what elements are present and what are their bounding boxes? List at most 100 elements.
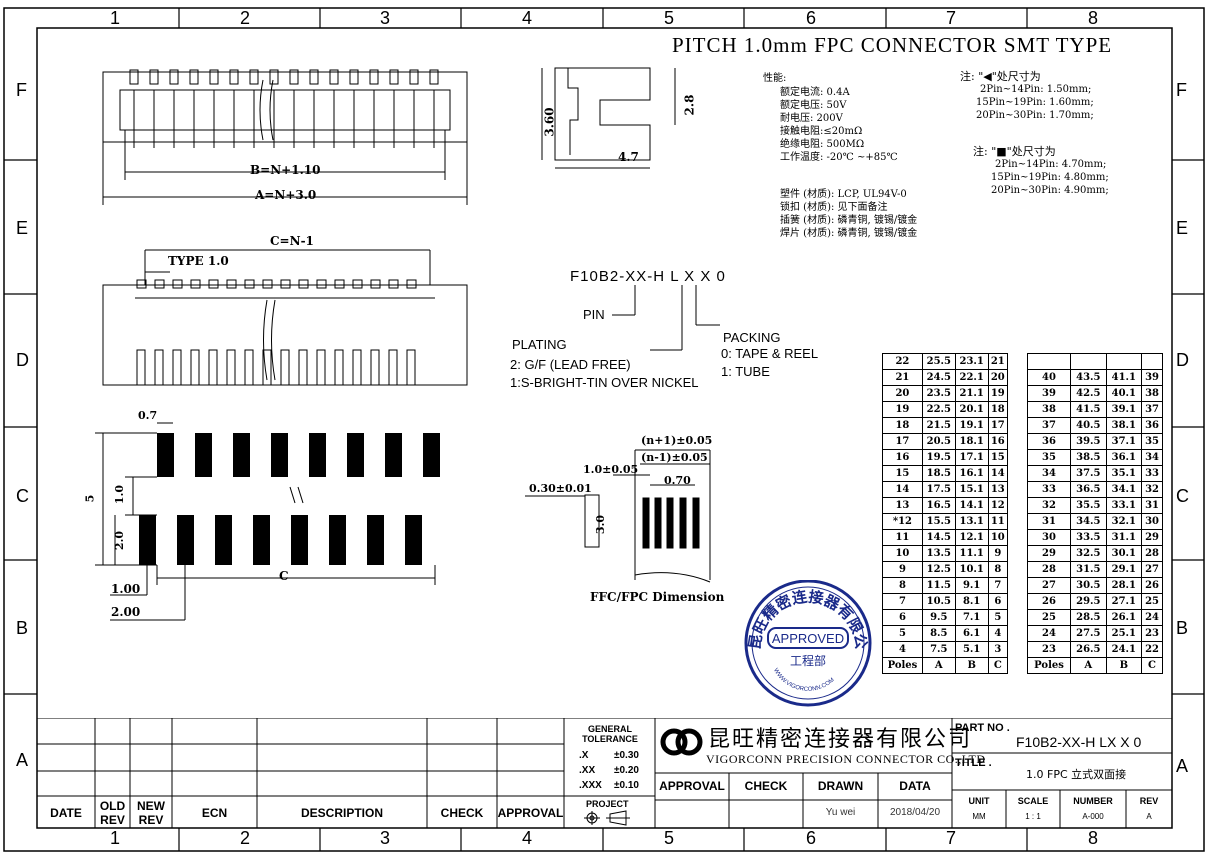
- pcb-pad-top: [195, 433, 212, 477]
- table-cell: 22.5: [921, 401, 956, 418]
- note-2-line: 15Pin~19Pin: 4.80mm;: [991, 172, 1109, 183]
- zone-row-c: C: [16, 486, 29, 506]
- plating-option-2: 2: G/F (LEAD FREE): [510, 357, 631, 372]
- table-cell: 11: [882, 529, 923, 546]
- sign-check: CHECK: [744, 779, 788, 793]
- table-cell: 20: [987, 369, 1009, 386]
- stamp-dept: 工程部: [790, 653, 826, 668]
- part-code-pin: PIN: [583, 307, 605, 322]
- scale-value: 1 : 1: [1025, 812, 1041, 821]
- table-cell: 28.1: [1105, 577, 1143, 594]
- zone-col-4-bottom: 4: [522, 828, 533, 848]
- note-2: 注: "■"处尺寸为 2Pin~14Pin: 4.70mm; 15Pin~19P…: [973, 145, 1109, 197]
- table-cell: 20.1: [954, 401, 989, 418]
- table-cell: 28: [1141, 545, 1163, 562]
- table-cell: Poles: [882, 657, 923, 674]
- table-cell: 35: [1026, 449, 1072, 466]
- spec-line: 工作温度: -20℃ ~+85℃: [780, 152, 898, 163]
- table-cell: 16.5: [921, 497, 956, 514]
- table-cell: 34.5: [1070, 513, 1107, 530]
- part-no: F10B2-XX-H LX X 0: [1016, 734, 1142, 750]
- table-cell: 25: [1026, 609, 1072, 626]
- contact-tail: [136, 349, 146, 386]
- table-cell: C: [987, 657, 1009, 674]
- contact-tail: [334, 349, 344, 386]
- table-cell: 33: [1141, 465, 1163, 482]
- table-cell: C: [1141, 657, 1163, 674]
- contact-notch: [316, 279, 327, 289]
- table-cell: 30: [1026, 529, 1072, 546]
- ffc-dim-6: 3.0: [594, 514, 608, 535]
- contact-tail: [262, 349, 272, 386]
- drawn-date: 2018/04/20: [889, 807, 941, 818]
- top-pin: [429, 69, 439, 85]
- table-cell: 9.1: [954, 577, 989, 594]
- table-cell: 26: [1026, 593, 1072, 610]
- table-cell: 34: [1026, 465, 1072, 482]
- svg-text:WWW.VIGORCONN.COM: WWW.VIGORCONN.COM: [772, 668, 836, 693]
- table-cell: 6.1: [954, 625, 989, 642]
- rev-label: REV: [1139, 796, 1159, 806]
- contact-notch: [406, 279, 417, 289]
- table-cell: 14.1: [954, 497, 989, 514]
- table-cell: 31: [1026, 513, 1072, 530]
- spec-line: 额定电流: 0.4A: [780, 87, 850, 98]
- zone-col-1: 1: [110, 8, 121, 28]
- contact-tail: [226, 349, 236, 386]
- table-cell: 6: [882, 609, 923, 626]
- drawing-title: PITCH 1.0mm FPC CONNECTOR SMT TYPE: [672, 33, 1113, 57]
- table-cell: A: [1070, 657, 1107, 674]
- top-pin: [129, 69, 139, 85]
- material-line: 锁扣 (材质): 见下面备注: [780, 202, 888, 213]
- table-cell: 13.1: [954, 513, 989, 530]
- company-name-cn: 昆旺精密连接器有限公司: [708, 727, 973, 752]
- top-pin: [169, 69, 179, 85]
- top-pin: [349, 69, 359, 85]
- approved-stamp: 昆旺精密连接器有限公司 APPROVED 工程部 WWW.VIGORCONN.C…: [738, 580, 872, 707]
- table-cell: 29: [1141, 529, 1163, 546]
- table-cell: 29.5: [1070, 593, 1107, 610]
- table-cell: 11.1: [954, 545, 989, 562]
- table-cell: 8: [987, 561, 1009, 578]
- zone-col-5-bottom: 5: [664, 828, 675, 848]
- pcb-pad-top: [385, 433, 402, 477]
- table-cell: 18: [882, 417, 923, 434]
- contact-notch: [154, 279, 165, 289]
- unit-value: MM: [972, 812, 986, 821]
- ffc-dim-1: (n+1)±0.05: [641, 434, 713, 447]
- zone-row-d: D: [16, 350, 29, 370]
- rev-header-old-rev: OLD REV: [99, 799, 126, 827]
- contact-notch: [280, 279, 291, 289]
- contact-tail: [316, 349, 326, 386]
- table-cell: 10: [882, 545, 923, 562]
- table-cell: 17.5: [921, 481, 956, 498]
- material-line: 插簧 (材质): 磷青铜, 镀锡/镀金: [780, 215, 918, 226]
- scale-label: SCALE: [1017, 796, 1049, 806]
- zone-row-b-right: B: [1176, 618, 1189, 638]
- table-cell: 27.5: [1070, 625, 1107, 642]
- table-cell: 8: [882, 577, 923, 594]
- table-cell: 6: [987, 593, 1009, 610]
- table-cell: 27: [1141, 561, 1163, 578]
- table-cell: 12.5: [921, 561, 956, 578]
- pcb-pad-bottom: [215, 515, 232, 565]
- tol-xx: .XX: [579, 765, 596, 776]
- company-name-en: VIGORCONN PRECISION CONNECTOR CO.,LTD: [706, 752, 986, 766]
- table-cell: 4: [987, 625, 1009, 642]
- top-pin: [369, 69, 379, 85]
- table-cell: 12: [987, 497, 1009, 514]
- contact-notch: [244, 279, 255, 289]
- table-cell: 21.5: [921, 417, 956, 434]
- tol-x-value: ±0.30: [614, 750, 639, 761]
- contact-tail: [370, 349, 380, 386]
- table-cell: 33.1: [1105, 497, 1143, 514]
- rev-header-date: DATE: [50, 806, 82, 820]
- contact-notch: [262, 279, 273, 289]
- table-cell: 10.1: [954, 561, 989, 578]
- table-cell: 27: [1026, 577, 1072, 594]
